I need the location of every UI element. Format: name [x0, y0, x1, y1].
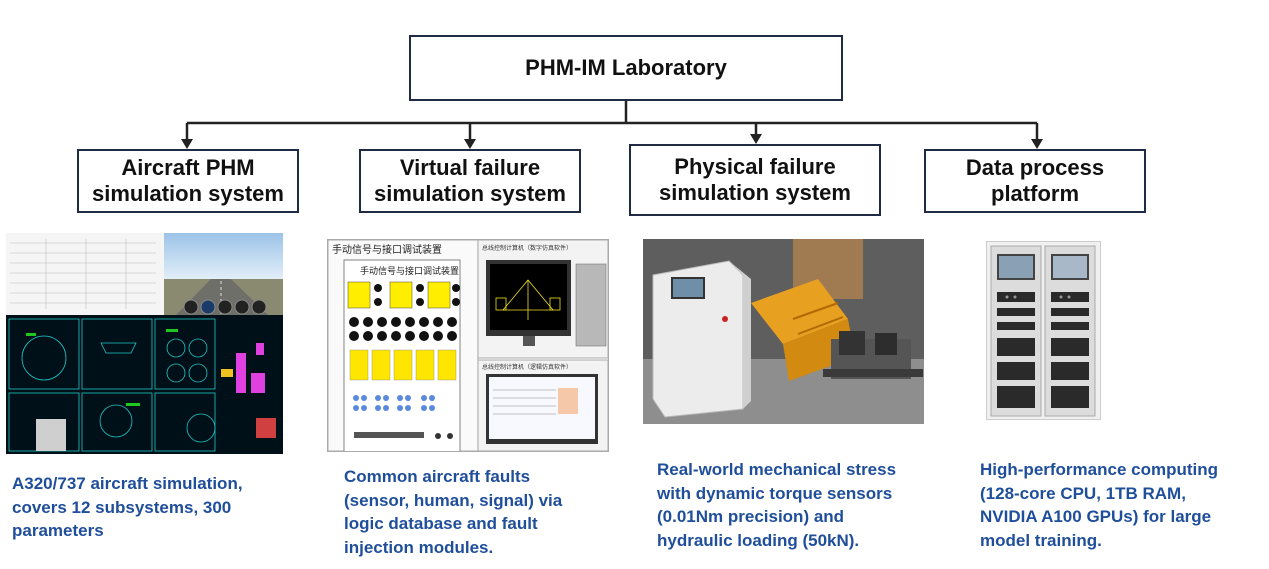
- data-desc-line3: NVIDIA A100 GPUs) for large: [980, 507, 1212, 526]
- aircraft-desc-line2: covers 12 subsystems, 300: [12, 497, 232, 517]
- data-desc-line1: High-performance computing: [980, 460, 1219, 479]
- aircraft-description: A320/737 aircraft simulation, covers 12 …: [12, 472, 312, 543]
- virtual-desc-line4: injection modules.: [344, 537, 494, 557]
- aircraft-phm-box: Aircraft PHM simulation system: [77, 149, 299, 213]
- physical-desc-line1: Real-world mechanical stress: [657, 460, 897, 479]
- screen-top-caption: 总线控制计算机（数字仿真软件）: [482, 244, 572, 252]
- aircraft-title-line2: simulation system: [92, 181, 284, 206]
- physical-desc-line4: hydraulic loading (50kN).: [657, 530, 860, 550]
- data-desc-line2: (128-core CPU, 1TB RAM,: [980, 483, 1186, 503]
- virtual-desc-line1: Common aircraft faults: [344, 467, 531, 486]
- root-box: PHM-IM Laboratory: [409, 35, 843, 101]
- data-title-line1: Data process: [965, 155, 1105, 180]
- aircraft-desc-line3: parameters: [12, 521, 104, 540]
- virtual-title-line2: simulation system: [374, 181, 566, 206]
- panel-title: 手动信号与接口调试装置: [332, 243, 442, 256]
- physical-desc-line3: (0.01Nm precision) and: [657, 507, 845, 526]
- virtual-desc-line2: (sensor, human, signal) via: [344, 490, 563, 510]
- physical-title-line2: simulation system: [659, 180, 851, 205]
- physical-failure-box: Physical failure simulation system: [629, 144, 881, 216]
- test-rig-image: [643, 239, 924, 424]
- virtual-title-line1: Virtual failure: [399, 155, 541, 180]
- panel-subtitle: 手动信号与接口调试装置: [360, 265, 459, 277]
- aircraft-title-line1: Aircraft PHM: [121, 155, 255, 180]
- physical-title-line1: Physical failure: [674, 154, 836, 179]
- virtual-description: Common aircraft faults (sensor, human, s…: [344, 465, 634, 559]
- physical-desc-line2: with dynamic torque sensors: [657, 483, 893, 503]
- data-process-box: Data process platform: [924, 149, 1146, 213]
- root-title: PHM-IM Laboratory: [525, 55, 727, 80]
- virtual-desc-line3: logic database and fault: [344, 514, 538, 533]
- flight-simulator-image: [6, 233, 283, 454]
- virtual-failure-box: Virtual failure simulation system: [359, 149, 581, 213]
- screen-bottom-caption: 总线控制计算机（逻辑仿真软件）: [482, 363, 572, 371]
- fault-injection-image: 手动信号与接口调试装置 手动信号与接口调试装置 总线控制计算机（数字仿真软件）: [327, 239, 609, 452]
- aircraft-desc-line1: A320/737 aircraft simulation,: [12, 474, 243, 493]
- physical-description: Real-world mechanical stress with dynami…: [657, 458, 957, 552]
- data-description: High-performance computing (128-core CPU…: [980, 458, 1265, 552]
- server-rack-image: [986, 241, 1101, 420]
- data-desc-line4: model training.: [980, 530, 1102, 550]
- data-title-line2: platform: [991, 181, 1079, 206]
